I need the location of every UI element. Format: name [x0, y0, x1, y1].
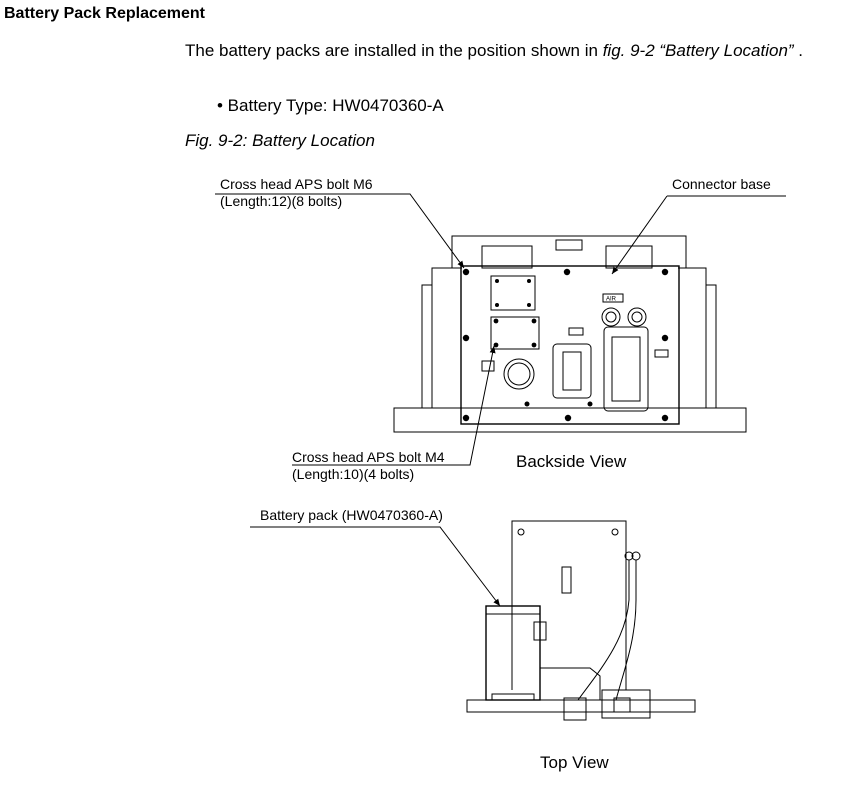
callout-connector-base: Connector base [672, 176, 771, 192]
leader-connector-base [611, 195, 668, 275]
bolt-m6 [462, 334, 470, 342]
callout-bolt-m4-detail: (Length:10)(4 bolts) [292, 466, 415, 482]
battery-pack-body [485, 605, 541, 701]
top-block-right [605, 245, 653, 269]
connector-left-tag [568, 327, 584, 336]
callout-bolt-m4-title: Cross head APS bolt M4 [292, 449, 445, 465]
bolt-m6 [661, 268, 669, 276]
figure-reference-link[interactable]: fig. 9-2 [602, 41, 655, 60]
callout-bolt-m6: Cross head APS bolt M6 (Length:12)(8 bol… [220, 176, 373, 210]
bolt-small [524, 401, 530, 407]
backside-view-label: Backside View [516, 452, 627, 471]
figure-title-reference: “Battery Location” [654, 41, 794, 60]
connector-left-inner [562, 351, 582, 391]
bolt-m6 [462, 414, 470, 422]
backside-view-drawing [393, 235, 747, 433]
battery-pack-latch [533, 621, 547, 641]
bolt-m4 [531, 342, 537, 348]
leader-bolt-m6 [215, 193, 465, 269]
air-marking: AIR [606, 297, 617, 303]
connector-left [552, 343, 592, 399]
m4-bolt-group [493, 279, 537, 348]
rect-cover-plate [490, 316, 540, 350]
connector-b-inner [613, 697, 631, 713]
callout-bolt-m6-detail: (Length:12)(8 bolts) [220, 193, 343, 209]
right-flange-outline [706, 284, 717, 408]
round-connector [503, 358, 535, 390]
bolt-m4 [493, 318, 499, 324]
bolt-m6 [661, 414, 669, 422]
left-flange-outline [421, 284, 432, 408]
m6-bolt-group [462, 268, 669, 422]
air-fitting-right-inner [631, 311, 643, 323]
cover-screw [527, 279, 531, 283]
bolt-m6 [661, 334, 669, 342]
battery-type-bullet: • Battery Type: HW0470360-A [217, 96, 444, 115]
intro-paragraph: The battery packs are installed in the p… [185, 39, 825, 62]
battery-pack-foot [491, 693, 535, 701]
callout-bolt-m4: Cross head APS bolt M4 (Length:10)(4 bol… [292, 449, 445, 483]
wire-1 [577, 560, 630, 701]
callout-battery-pack: Battery pack (HW0470360-A) [260, 507, 443, 523]
cable-tray [540, 667, 601, 700]
bracket-hole [611, 528, 619, 536]
air-fitting-right [627, 307, 647, 327]
bolt-m6 [462, 268, 470, 276]
top-housing-outline [451, 235, 687, 268]
bracket-clip [561, 566, 572, 594]
bolt-m6 [564, 414, 572, 422]
connector-right [603, 326, 649, 412]
top-base-plate [466, 699, 696, 713]
leader-bolt-m4 [292, 345, 496, 466]
cover-screw [495, 279, 499, 283]
top-view-label: Top View [540, 753, 609, 772]
connector-a [563, 697, 587, 721]
air-label-box [602, 293, 624, 303]
cover-screw [495, 303, 499, 307]
connector-right-tag [654, 349, 669, 358]
bolt-m4 [531, 318, 537, 324]
top-view-drawing [466, 520, 696, 721]
bolt-small [587, 401, 593, 407]
base-plate-outline [393, 407, 747, 433]
intro-text: The battery packs are installed in the p… [185, 41, 603, 60]
section-heading: Battery Pack Replacement [4, 5, 205, 22]
bracket-hole [517, 528, 525, 536]
intro-text-end: . [793, 41, 804, 60]
leader-lines [215, 193, 786, 607]
connector-b [601, 689, 651, 719]
top-cap [555, 239, 583, 251]
air-fitting-left [601, 307, 621, 327]
left-foot-outline [431, 267, 462, 408]
top-block-left [481, 245, 533, 269]
bolt-m6 [563, 268, 571, 276]
round-connector-inner [507, 362, 531, 386]
connector-right-inner [611, 336, 641, 402]
wire-2 [615, 560, 637, 701]
leader-battery-pack [250, 526, 501, 607]
square-cover-plate [490, 275, 536, 311]
right-foot-outline [678, 267, 707, 408]
small-tag [481, 360, 495, 372]
connector-base-panel [460, 265, 680, 425]
cover-screw [527, 303, 531, 307]
figure-caption: Fig. 9-2: Battery Location [185, 131, 375, 150]
air-fitting-left-inner [605, 311, 617, 323]
callout-bolt-m6-title: Cross head APS bolt M6 [220, 176, 373, 192]
